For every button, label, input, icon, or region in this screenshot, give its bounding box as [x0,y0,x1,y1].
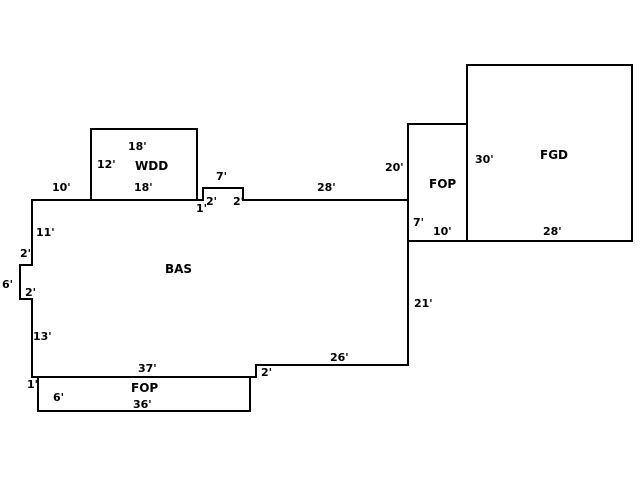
dim-bas-notch-bottom: 2' [25,286,36,299]
fgd-outline [466,64,633,242]
dim-bas-bottom-right: 26' [330,351,349,364]
dim-fop-front-offset: 1' [27,378,38,391]
dim-fop-front-bottom: 36' [133,398,152,411]
dim-wdd-bottom: 18' [134,181,153,194]
dim-fop-front-side: 6' [53,391,64,404]
dim-bump-right: 2' [233,195,244,208]
dim-bas-notch-top: 2' [20,247,31,260]
area-label-wdd: WDD [135,159,168,173]
dim-fop-rear-inner: 7' [413,216,424,229]
dim-fgd-side: 30' [475,153,494,166]
area-label-fop-front: FOP [131,381,158,395]
bas-outline [19,187,409,378]
dim-bas-left-upper: 11' [36,226,55,239]
dim-wdd-top: 18' [128,140,147,153]
area-label-fop-rear: FOP [429,177,456,191]
dim-bump-top: 7' [216,170,227,183]
dim-bump-left: 2' [206,195,217,208]
dim-fop-rear-side: 20' [385,161,404,174]
dim-bas-top-left: 10' [52,181,71,194]
dim-fop-rear-bottom: 10' [433,225,452,238]
dim-bas-bottom-left: 37' [138,362,157,375]
wdd-outline [90,128,198,201]
area-label-fgd: FGD [540,148,568,162]
dim-fgd-bottom: 28' [543,225,562,238]
area-label-bas: BAS [165,262,192,276]
dim-bump-left-offset: 1' [196,202,207,215]
dim-bas-right: 21' [414,297,433,310]
dim-bas-top-right: 28' [317,181,336,194]
dim-bas-bottom-step: 2' [261,366,272,379]
fop-front-outline [37,376,251,412]
dim-wdd-side: 12' [97,158,116,171]
dim-bas-left-lower: 13' [33,330,52,343]
dim-bas-notch-depth: 6' [2,278,13,291]
